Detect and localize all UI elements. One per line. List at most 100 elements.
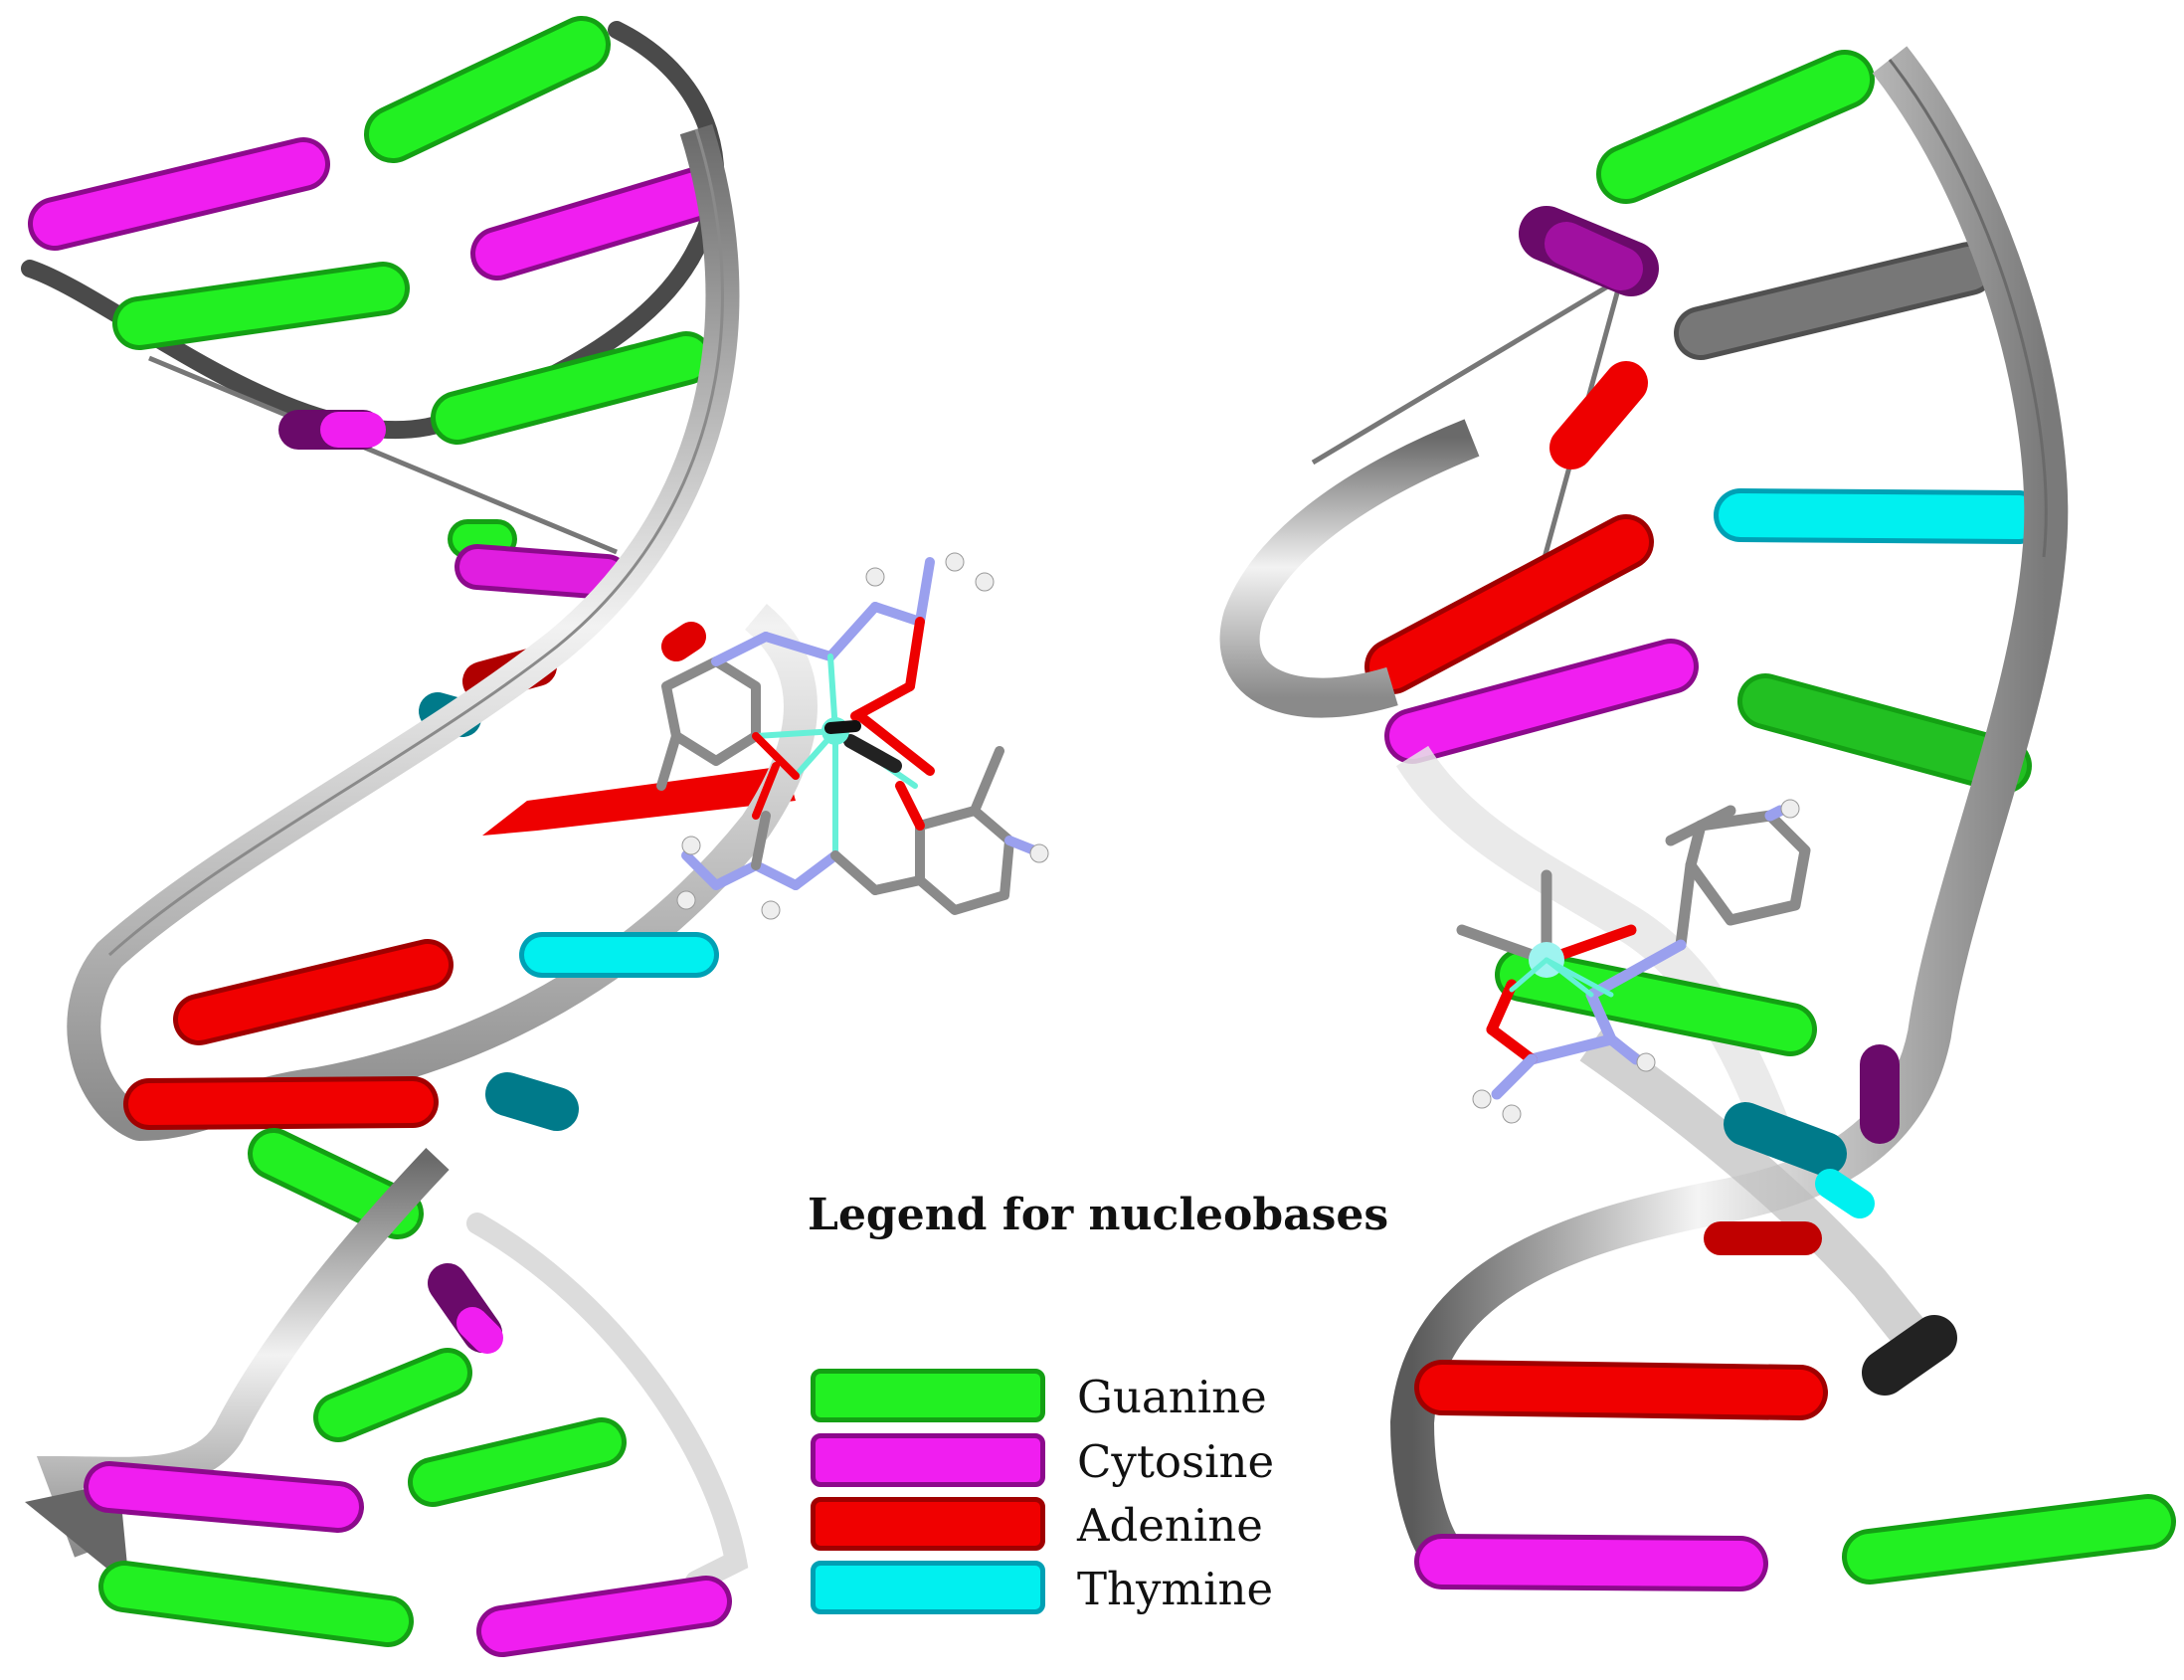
right-dna-helix [1219, 46, 2176, 1591]
base-adenine [128, 1081, 434, 1125]
ligand-bond [656, 731, 681, 791]
ligand-bond [752, 762, 780, 820]
base-cytosine [89, 1466, 359, 1528]
base-guanine [436, 336, 708, 440]
hydrogen-atom [975, 572, 995, 592]
legend-label-cytosine: Cytosine [1077, 1435, 1275, 1488]
ligand-ring [915, 806, 1014, 915]
base-thymine [1815, 1169, 1875, 1218]
right-backbone-loop [1219, 419, 1480, 718]
base-thymine [1719, 493, 2041, 539]
legend-swatch-cytosine [811, 1433, 1045, 1487]
base-adenine [1549, 361, 1648, 469]
ligand-bond [915, 557, 935, 627]
base-adenine [661, 622, 706, 661]
hydrogen-atom [761, 900, 781, 920]
base-thymine [485, 1072, 579, 1131]
ligand-ring [661, 656, 761, 766]
base-guanine [369, 21, 606, 158]
base-adenine [1369, 519, 1649, 689]
coordination-bond [1509, 957, 1549, 993]
ligand-bond [1486, 979, 1518, 1035]
base-cytosine [1545, 222, 1643, 290]
ligand-bond [850, 681, 915, 721]
ligand-bond [1605, 1033, 1642, 1065]
ligand-bond [843, 734, 902, 773]
hydrogen-atom [1029, 843, 1049, 863]
base-guanine [413, 1422, 622, 1502]
legend-label-thymine: Thymine [1077, 1563, 1274, 1615]
base-cytosine [33, 142, 325, 246]
hydrogen-atom [865, 567, 885, 587]
left-backbone-front-edge [107, 128, 724, 957]
ligand-bond [1585, 989, 1617, 1045]
left-backbone-back-thin [148, 355, 618, 555]
base-guanine [318, 1353, 467, 1437]
hydrogen-atom [681, 836, 701, 855]
ligand-bond [761, 632, 835, 661]
right-lower-base-pairs [1414, 948, 2176, 1591]
legend-item-cytosine: Cytosine [811, 1433, 1288, 1491]
legend-label-guanine: Guanine [1077, 1371, 1267, 1423]
left-dna-helix [21, 16, 818, 1657]
right-backbone-lower-back [1579, 1027, 1925, 1346]
left-bottom-base-pairs [84, 1348, 732, 1657]
left-lower-base-pairs [123, 932, 719, 1354]
ligand-ring [1685, 810, 1811, 926]
ligand-bond [1491, 1053, 1538, 1100]
hydrogen-atom [1502, 1104, 1522, 1124]
legend-swatch-guanine [811, 1369, 1045, 1422]
ligand-bond [825, 602, 880, 661]
ligand-bond [830, 850, 880, 895]
ligand-bond [791, 850, 840, 890]
hydrogen-atom [1636, 1052, 1656, 1072]
legend-item-thymine: Thymine [811, 1561, 1288, 1618]
legend-item-guanine: Guanine [811, 1369, 1288, 1426]
base-guanine [1500, 953, 1812, 1051]
base-cytosine [1389, 644, 1694, 759]
base-cytosine [459, 549, 625, 595]
left-metal-complex [656, 552, 1049, 920]
base-guanine [1742, 678, 2027, 789]
base-adenine [178, 944, 449, 1040]
ligand-bond [1486, 1024, 1538, 1065]
right-backbone-front-upper-edge [1888, 59, 2048, 558]
hydrogen-atom [1472, 1089, 1492, 1109]
base-cytosine [1419, 1539, 1763, 1587]
ligand-bond [870, 602, 925, 627]
ligand-bond [711, 860, 761, 890]
base-adenine [482, 766, 796, 836]
base-guanine [1847, 1499, 2171, 1580]
base-cytosine [481, 1581, 727, 1652]
ligand-bond [1585, 939, 1687, 1001]
ligand-bond [1695, 805, 1736, 832]
base-guanine [103, 1566, 409, 1642]
ligand-bond [1675, 859, 1697, 951]
legend-title: Legend for nucleobases [808, 1190, 1389, 1240]
left-backbone-lower-back [466, 1213, 749, 1592]
ligand-bond [870, 875, 925, 895]
hydrogen-atom [945, 552, 965, 572]
ligand-bond [824, 720, 861, 734]
legend-label-adenine: Adenine [1077, 1499, 1263, 1552]
base-cytosine [456, 1307, 503, 1354]
ligand-bond [855, 711, 935, 776]
base-guanine [117, 267, 405, 345]
coordination-bond [1544, 957, 1614, 998]
right-metal-complex [1456, 799, 1811, 1124]
ligand-bond [751, 860, 801, 890]
ligand-bond [1764, 805, 1786, 822]
hydrogen-atom [1780, 799, 1800, 819]
hydrogen-atom [676, 890, 696, 910]
base-guanine [1601, 55, 1870, 199]
legend-item-adenine: Adenine [811, 1497, 1288, 1555]
ligand-bond [711, 632, 771, 666]
base-thymine [1724, 1102, 1847, 1176]
ligand-bond [895, 781, 925, 831]
ligand-bond [751, 811, 771, 870]
ligand-bond [681, 850, 721, 890]
right-base-pairs [1365, 50, 2046, 794]
base-cytosine [475, 172, 718, 276]
ligand-bond [1004, 836, 1039, 855]
